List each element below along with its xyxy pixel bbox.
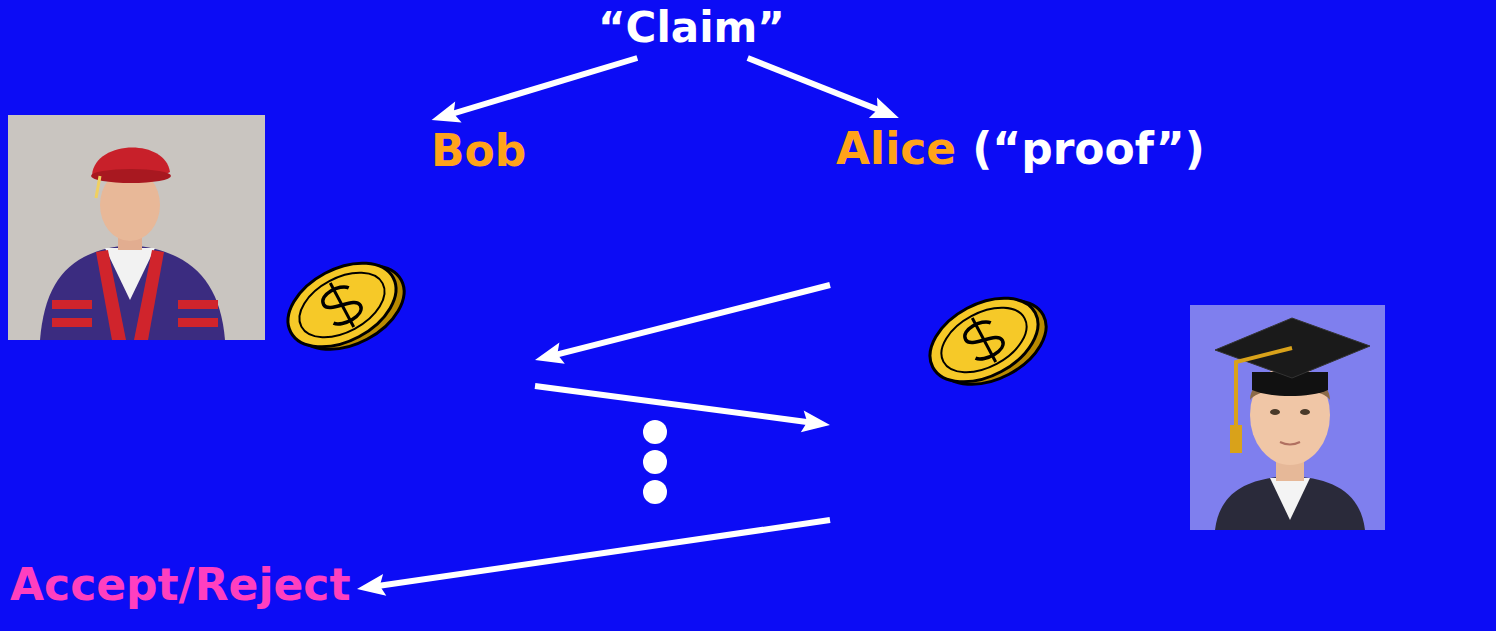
eye [1270,409,1280,415]
ellipsis-dot [643,420,667,444]
dollar-symbol [962,317,1007,363]
message-arrow [549,285,830,357]
node-title: Alice [836,124,956,173]
bob-label: Bob [425,120,535,395]
node-text-row: “Claim” [594,0,789,55]
arrowhead [357,574,386,596]
sleeve-stripe [178,318,218,327]
mouth [1280,442,1300,445]
suit [1215,476,1365,530]
outcome-label: Accept/Reject [6,556,357,616]
message-arrow [371,520,830,587]
face [1250,365,1330,465]
ellipsis-dot [643,450,667,474]
robe-stripe [134,250,164,340]
coin-rim [931,295,1038,386]
sleeve-stripe [178,300,218,309]
message-arrow [748,58,886,113]
arrowhead [801,410,830,432]
sleeve-stripe [52,300,92,309]
coin-face [274,246,410,364]
node-note: (“proof”) [972,124,1205,173]
eye [1300,409,1310,415]
message-arrow [445,58,637,116]
node-title: “Claim” [598,4,785,51]
portrait-ground [8,115,265,340]
bob-portrait [8,115,265,340]
tassel [96,176,100,198]
mortarboard [1215,318,1370,378]
coin [916,278,1060,404]
portrait-ground [1190,305,1385,530]
arrowhead [535,342,565,363]
coin-face [916,281,1052,399]
arrowhead [432,101,462,122]
ellipsis-dot [643,480,667,504]
node-text-row: Accept/Reject [6,556,354,613]
sleeve-stripe [52,318,92,327]
node-text-row: Alice (“proof”) [830,118,1211,179]
hat-band [91,169,171,183]
dollar-symbol [320,282,365,328]
robe-stripe [96,250,126,340]
alice-label: Alice (“proof”) [830,118,1213,540]
tassel [1236,348,1292,430]
arrowhead [869,98,899,119]
shirt [1270,478,1310,520]
message-arrow [535,386,816,423]
tassel-end [1230,425,1242,453]
node-text-row: Bob [425,120,532,181]
node-title: Bob [431,126,526,175]
alice-portrait [1190,305,1385,530]
coin [274,243,418,369]
claim-label: “Claim” [594,0,791,58]
node-title: Accept/Reject [10,560,350,609]
dollar-symbol [330,283,353,327]
dollar-symbol [972,318,995,362]
robe [40,245,225,340]
coin-rim [289,260,396,351]
